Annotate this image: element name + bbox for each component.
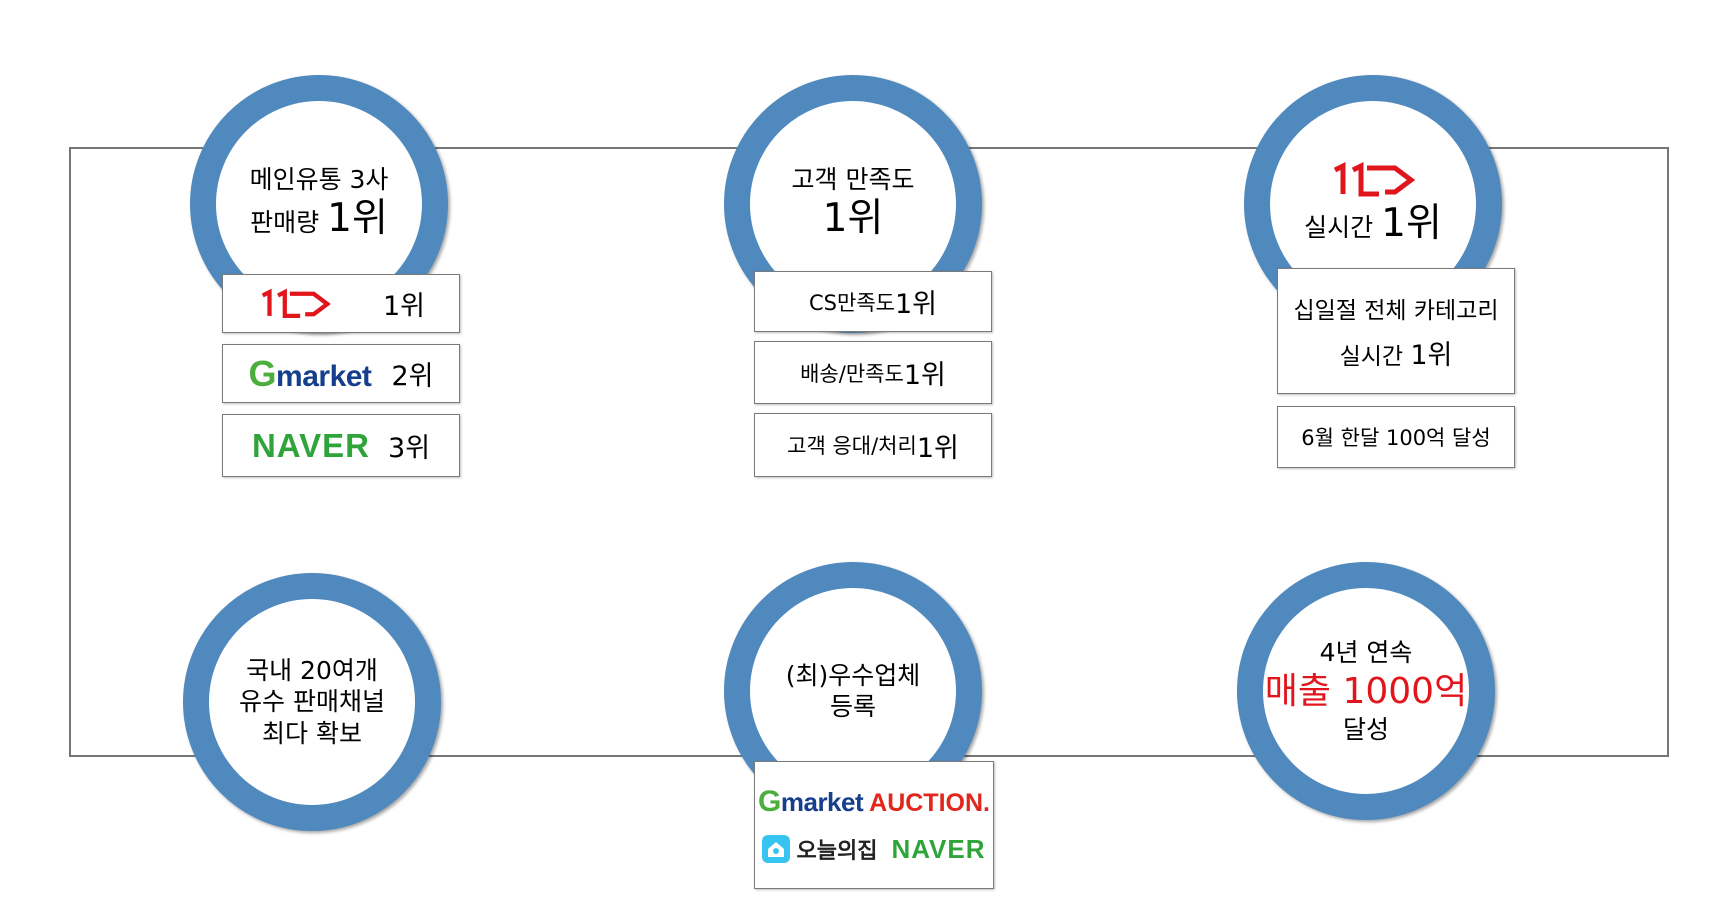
realtime-box: 십일절 전체 카테고리 실시간 1위	[1277, 268, 1515, 394]
circle-line: 판매량 1위	[250, 196, 388, 242]
circle-line: 메인유통 3사	[249, 165, 389, 194]
sales-box: 6월 한달 100억 달성	[1277, 406, 1515, 468]
circle-line: (최)우수업체	[785, 660, 921, 690]
11st-logo-icon	[261, 288, 331, 318]
rank-label: 1위	[382, 291, 426, 322]
circle-sales-channels: 국내 20여개 유수 판매채널 최다 확보	[183, 573, 441, 831]
cs-box: CS만족도 1위	[754, 271, 992, 332]
circle-annual-revenue: 4년 연속 매출 1000억 달성	[1237, 562, 1495, 820]
naver-logo: NAVER	[891, 833, 986, 864]
circle-line: 최다 확보	[262, 718, 362, 748]
circle-line: 달성	[1342, 714, 1389, 744]
ohouse-logo: 오늘의집	[796, 839, 878, 864]
gmarket-logo: Gmarket	[758, 785, 864, 818]
rank-label: 3위	[388, 433, 431, 464]
rank-box-11st: 1위	[222, 274, 460, 333]
gmarket-logo: Gmarket	[248, 352, 372, 394]
partner-logos-box: Gmarket AUCTION. 오늘의집 NAVER	[754, 761, 994, 889]
circle-line: 유수 판매채널	[239, 687, 385, 717]
house-icon	[762, 835, 791, 863]
auction-logo: AUCTION.	[869, 789, 990, 817]
circle-line: 국내 20여개	[246, 656, 378, 686]
rank-box-gmarket: Gmarket 2위	[222, 344, 460, 403]
naver-logo: NAVER	[251, 426, 371, 464]
cs-box: 배송/만족도 1위	[754, 341, 992, 404]
circle-line: 등록	[829, 692, 876, 721]
rank-box-naver: NAVER 3위	[222, 414, 460, 477]
11st-logo-icon	[1333, 161, 1416, 197]
circle-line: 4년 연속	[1319, 638, 1413, 668]
circle-line: 1위	[822, 196, 884, 242]
circle-line: 실시간 1위	[1304, 200, 1442, 246]
circle-line: 매출 1000억	[1264, 670, 1468, 712]
cs-box: 고객 응대/처리 1위	[754, 413, 992, 477]
rank-label: 2위	[391, 361, 434, 392]
circle-line: 고객 만족도	[791, 165, 915, 194]
